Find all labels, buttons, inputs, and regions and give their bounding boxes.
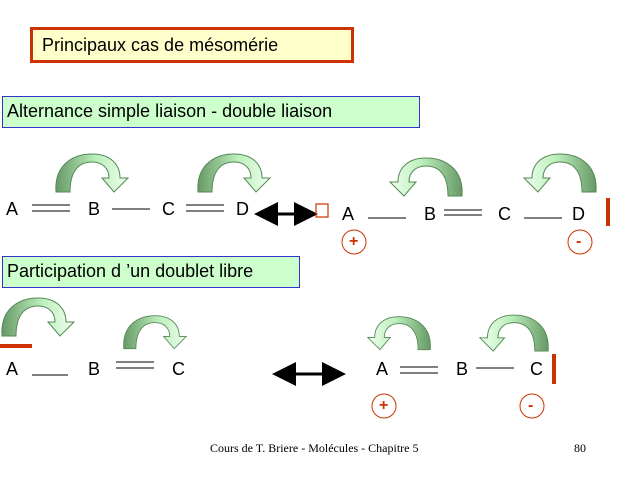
row2-right-arrow-1 (367, 316, 431, 351)
slide-title: Principaux cas de mésomérie (30, 27, 354, 63)
atom-label-b: B (88, 359, 101, 379)
row1-right-arrow-2 (523, 153, 597, 193)
row2-left-arrow-1 (1, 297, 75, 337)
empty-orbital-box (315, 203, 329, 218)
row2-right-bonds (400, 366, 514, 374)
minus-charge: - (528, 397, 534, 414)
page-number: 80 (574, 441, 586, 455)
minus-charge-circle-row1 (567, 229, 593, 255)
plus-charge: + (379, 397, 389, 414)
atom-label-d: D (572, 204, 585, 224)
atom-label-c: C (498, 204, 511, 224)
atom-label-a: A (6, 199, 19, 219)
row1-right-arrow-1 (389, 157, 463, 197)
row1-left-bonds (32, 204, 224, 212)
plus-charge-circle-row2 (371, 393, 397, 419)
section-title-alternance: Alternance simple liaison - double liais… (2, 96, 420, 128)
lone-pair-bar-row2-right (552, 354, 556, 384)
plus-charge-circle-row1 (341, 229, 367, 255)
footer-text: Cours de T. Briere - Molécules - Chapitr… (210, 441, 419, 455)
row1-left-arrow-2 (197, 153, 271, 193)
row2-right-arrow-2 (479, 314, 549, 352)
atom-label-c: C (172, 359, 185, 379)
atom-label-b: B (456, 359, 469, 379)
row2-left-arrow-2 (123, 315, 187, 350)
lone-pair-bar-row2-left (0, 344, 32, 348)
lone-pair-bar-row1 (606, 198, 610, 226)
atom-label-c: C (530, 359, 543, 379)
atom-label-a: A (376, 359, 389, 379)
atom-label-c: C (162, 199, 175, 219)
atom-label-a: A (342, 204, 355, 224)
row1-right-bonds (368, 209, 562, 219)
atom-label-b: B (88, 199, 101, 219)
minus-charge: - (576, 233, 582, 250)
minus-charge-circle-row2 (519, 393, 545, 419)
atom-label-b: B (424, 204, 437, 224)
atom-label-d: D (236, 199, 249, 219)
section-title-doublet: Participation d ’un doublet libre (2, 256, 300, 288)
plus-charge: + (349, 233, 359, 250)
row1-left-arrow-1 (55, 153, 129, 193)
row2-left-bonds (32, 361, 154, 376)
atom-label-a: A (6, 359, 19, 379)
